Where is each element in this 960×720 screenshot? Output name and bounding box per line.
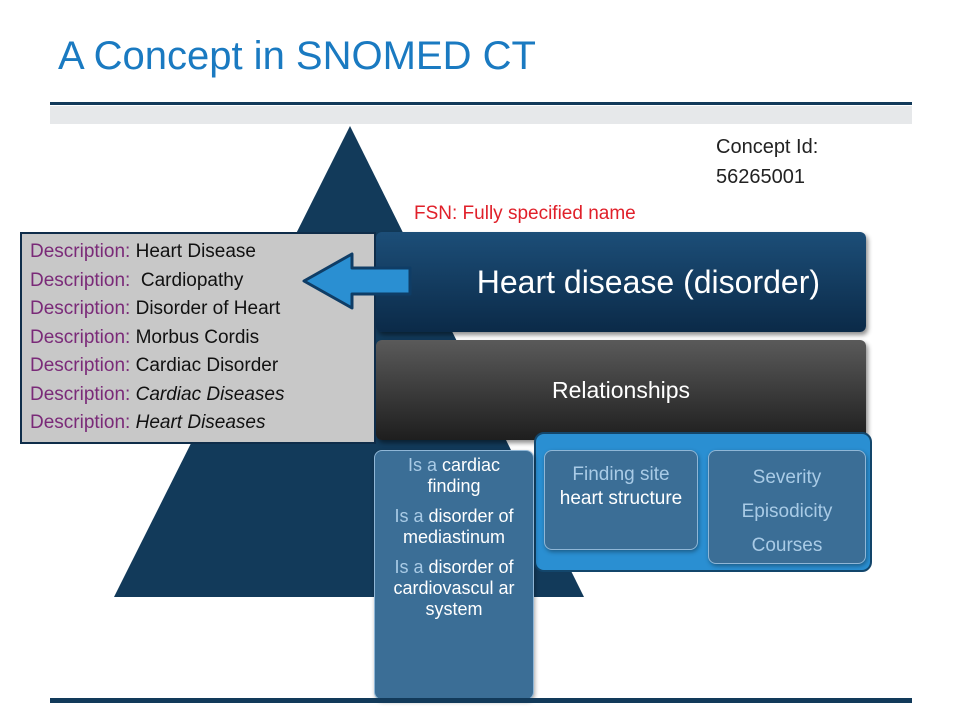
concept-id: Concept Id: 56265001: [716, 132, 818, 192]
description-value: Morbus Cordis: [135, 326, 260, 348]
description-key: Description:: [30, 326, 131, 348]
concept-id-value: 56265001: [716, 166, 805, 188]
description-value: Cardiac Disorder: [135, 355, 279, 376]
concept-id-label: Concept Id:: [716, 136, 819, 158]
attribute-severity: Severity: [752, 467, 822, 488]
description-value: Disorder of Heart: [135, 298, 281, 319]
is-a-target: disorder of mediastinum: [402, 506, 514, 547]
description-key: Description:: [30, 298, 131, 319]
is-a-prefix: Is a: [394, 506, 424, 526]
is-a-prefix: Is a: [407, 455, 437, 475]
is-a-target: cardiac finding: [427, 455, 501, 496]
description-key: Description:: [30, 241, 131, 262]
finding-site-box: Finding site heart structure: [544, 450, 698, 550]
is-a-relationships-box: Is a cardiac finding Is a disorder of me…: [374, 450, 534, 700]
description-value: Heart Disease: [135, 241, 256, 262]
title-underline: [50, 102, 912, 105]
attribute-list-box: Severity Episodicity Courses: [708, 450, 866, 564]
is-a-relationship: Is a disorder of cardiovascul ar system: [379, 557, 529, 620]
finding-site-label: Finding site: [572, 464, 670, 485]
descriptions-box: Description: Heart Disease Description: …: [20, 232, 376, 444]
description-item: Description: Morbus Cordis: [30, 324, 374, 353]
attribute-episodicity: Episodicity: [741, 501, 833, 522]
description-item: Description: Disorder of Heart: [30, 295, 374, 324]
attribute-courses: Courses: [751, 535, 823, 556]
description-key: Description:: [30, 355, 131, 376]
relationships-label: Relationships: [551, 376, 691, 403]
description-key: Description:: [30, 412, 131, 433]
description-key: Description:: [30, 383, 131, 405]
finding-site-value: heart structure: [559, 488, 683, 509]
description-value: Cardiac Diseases: [135, 383, 285, 405]
description-item: Description: Heart Disease: [30, 238, 374, 267]
is-a-target: disorder of cardiovascul ar system: [393, 557, 515, 619]
description-item: Description: Heart Diseases: [30, 409, 374, 438]
description-item: Description: Cardiopathy: [30, 267, 374, 296]
description-item: Description: Cardiac Disorder: [30, 352, 374, 381]
fsn-bar: Heart disease (disorder): [376, 232, 866, 332]
title-band: [50, 106, 912, 124]
description-key: Description:: [30, 269, 131, 291]
relationships-bar: Relationships: [376, 340, 866, 440]
fsn-label: FSN: Fully specified name: [414, 203, 636, 224]
is-a-prefix: Is a: [394, 557, 424, 577]
description-value: Heart Diseases: [135, 412, 266, 433]
description-item: Description: Cardiac Diseases: [30, 381, 374, 410]
is-a-relationship: Is a disorder of mediastinum: [379, 506, 529, 548]
is-a-relationship: Is a cardiac finding: [379, 455, 529, 497]
slide-title: A Concept in SNOMED CT: [58, 34, 536, 78]
description-value: Cardiopathy: [135, 269, 244, 291]
fsn-text: Heart disease (disorder): [476, 263, 820, 300]
bottom-rule: [50, 698, 912, 703]
